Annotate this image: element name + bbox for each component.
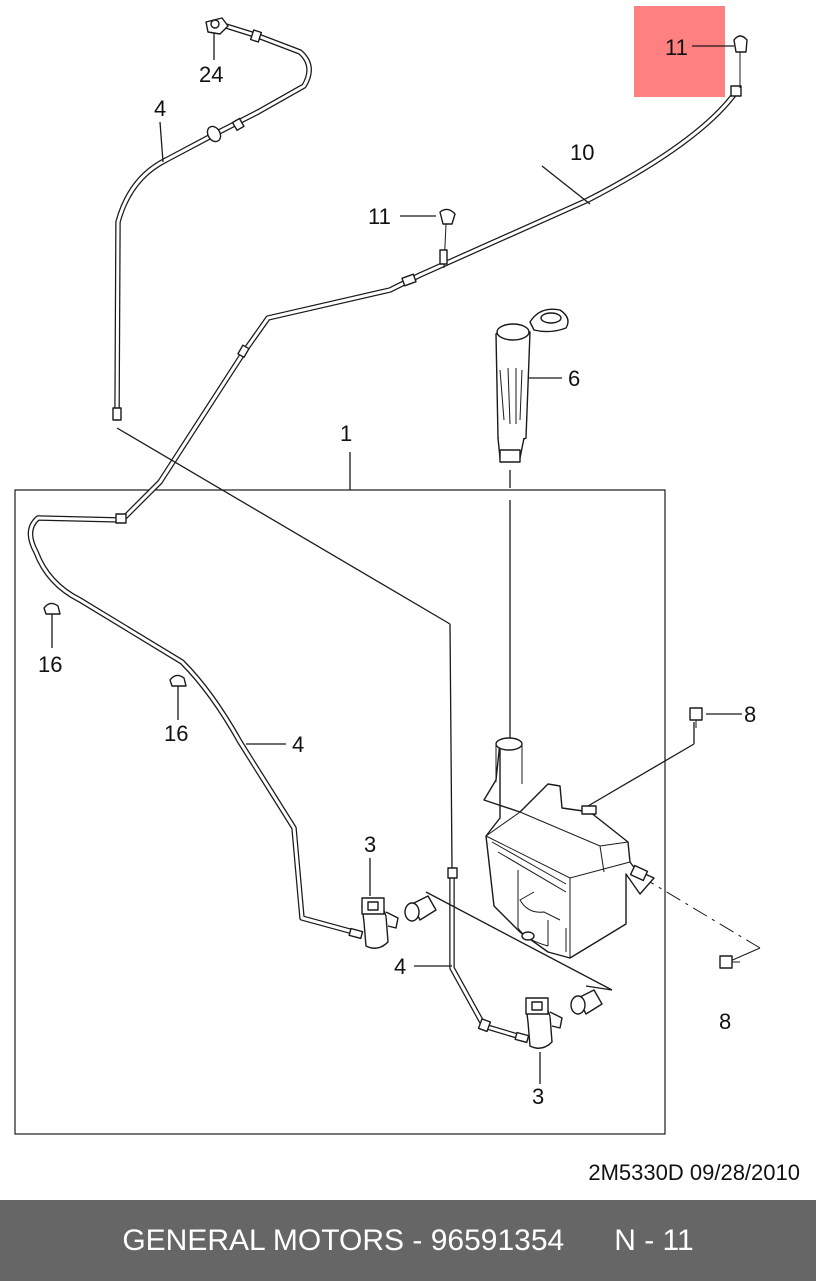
front-washer-hose-lower xyxy=(449,869,527,1041)
callout-16-b: 16 xyxy=(164,721,188,746)
filler-neck-part xyxy=(495,308,569,463)
washer-system-diagram: 24 4 11 10 11 6 1 16 16 4 8 3 4 8 3 xyxy=(14,6,761,1135)
hose-joints xyxy=(112,29,742,1033)
callout-4-mid: 4 xyxy=(292,732,304,757)
grommet-left xyxy=(404,895,437,922)
grommet-right xyxy=(570,989,603,1015)
hose-clip-1 xyxy=(43,602,61,615)
front-washer-hose-upper xyxy=(27,89,739,936)
footer-bar: GENERAL MOTORS - 96591354 N - 11 xyxy=(0,1200,816,1281)
assembly-frame xyxy=(14,489,666,1135)
rear-nozzle-part xyxy=(205,17,229,35)
footer-page: N - 11 xyxy=(614,1223,694,1257)
callout-8-top: 8 xyxy=(744,702,756,727)
callout-3-right: 3 xyxy=(532,1084,544,1109)
footer-brand-part: GENERAL MOTORS - 96591354 xyxy=(122,1223,565,1257)
callout-11-highlight: 11 xyxy=(665,35,688,60)
bolt-top xyxy=(689,707,703,728)
hose-clip-2 xyxy=(169,674,187,687)
callout-3-left: 3 xyxy=(364,832,376,857)
footer-spacer xyxy=(564,1224,614,1258)
callout-4-low: 4 xyxy=(394,954,406,979)
washer-pump-left xyxy=(348,897,399,949)
highlight-box xyxy=(634,6,725,97)
callout-8-bottom: 8 xyxy=(719,1009,731,1034)
front-nozzle-top xyxy=(733,35,748,88)
callout-1: 1 xyxy=(340,421,352,446)
leader-lines xyxy=(51,30,761,1084)
drawing-reference: 2M5330D 09/28/2010 xyxy=(588,1160,800,1185)
front-nozzle-mid xyxy=(439,208,456,269)
reservoir-tank xyxy=(483,737,655,959)
callout-11-mid: 11 xyxy=(368,204,391,229)
callout-4-top: 4 xyxy=(154,96,166,121)
callout-16-a: 16 xyxy=(38,652,62,677)
callout-6: 6 xyxy=(568,366,580,391)
callout-24: 24 xyxy=(199,62,223,87)
washer-pump-right xyxy=(514,997,563,1049)
bolt-bottom xyxy=(719,955,740,969)
callout-10: 10 xyxy=(570,140,594,165)
